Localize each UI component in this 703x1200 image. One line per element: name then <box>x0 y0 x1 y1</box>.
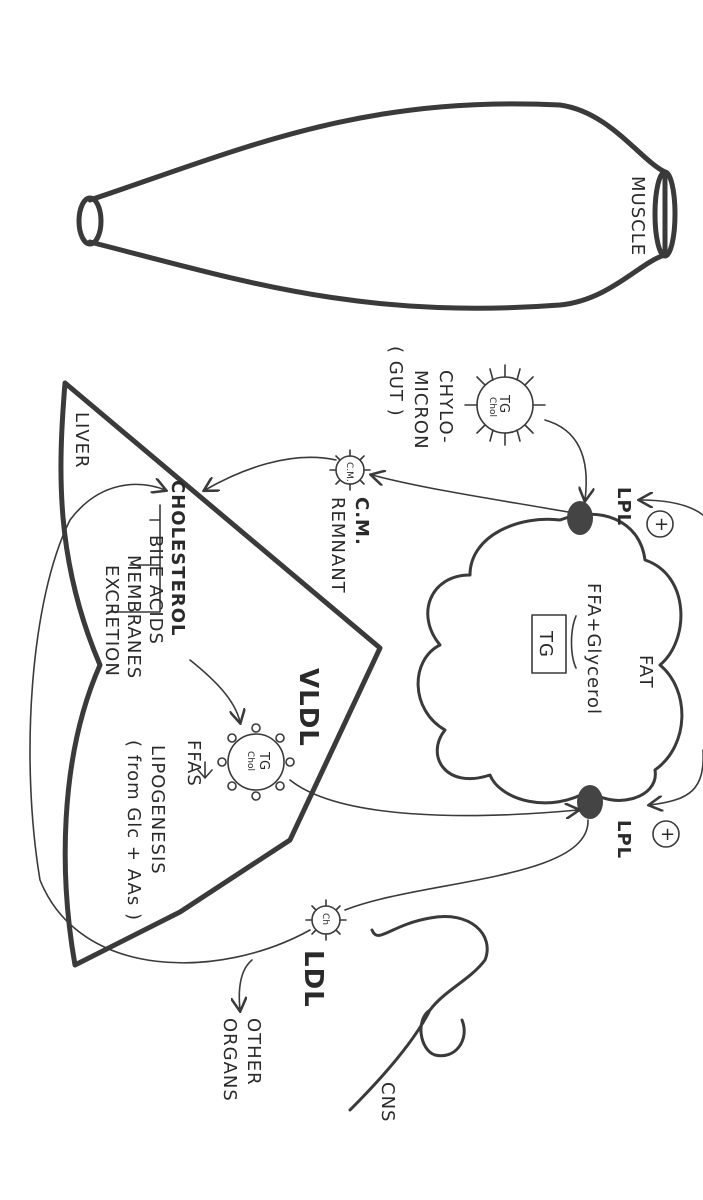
cm-remnant-label-2: REMNANT <box>327 497 348 594</box>
liver-label: LIVER <box>71 412 92 469</box>
cholesterol-tree <box>107 504 161 613</box>
plus-top-circle <box>646 510 674 538</box>
from-glc-label: ( from Glc + AAs ) <box>123 740 144 921</box>
liver-shape <box>58 380 383 968</box>
lpl-top-label: LPL <box>613 487 634 526</box>
brace <box>570 615 577 669</box>
chylomicron-label-3: ( GUT ) <box>385 346 406 417</box>
fat-label: FAT <box>635 655 656 689</box>
ldl-label: LDL <box>298 950 328 1008</box>
chylomicron-particle <box>464 364 546 446</box>
insulin-arrow-bottom <box>650 749 703 805</box>
ffas-arrow <box>197 761 213 779</box>
ldl-small-label: Ch <box>320 913 330 925</box>
muscle-shape <box>76 101 678 311</box>
ldl-to-organs-arrow <box>239 959 253 1010</box>
ffas-label: FFAS <box>183 740 204 787</box>
chylomicron-label-1: CHYLO- <box>435 370 456 444</box>
cm-small-label: C.M. <box>344 462 354 482</box>
other-organs-label-2: ORGANS <box>219 1018 240 1102</box>
chylo-to-lpl-arrow <box>544 419 586 500</box>
cholesterol-label: CHOLESTEROL <box>167 480 188 637</box>
excretion-label: EXCRETION <box>101 565 122 677</box>
lipogenesis-label: LIPOGENESIS <box>147 745 168 875</box>
chylomicron-label-2: MICRON <box>410 370 431 450</box>
lpl-bottom-label: LPL <box>613 820 634 859</box>
other-organs-label-1: OTHER <box>243 1018 264 1086</box>
ffa-glycerol-label: FFA+Glycerol <box>583 583 604 715</box>
ldl-to-liver-arrow <box>29 484 311 964</box>
fat-shape <box>416 512 684 805</box>
lpl-to-remnant-arrow <box>372 475 569 513</box>
plus-top-label: + <box>654 514 670 535</box>
plus-bottom-label: + <box>660 824 676 845</box>
vldl-to-lpl-arrow <box>289 779 578 816</box>
remnant-to-liver-arrow <box>205 456 337 490</box>
tg-box <box>531 614 567 674</box>
chylo-tg: TG <box>496 394 511 413</box>
lpl-bottom-dot <box>577 785 603 819</box>
vldl-chol: Chol <box>245 751 255 771</box>
bile-acids-label: BILE ACIDS <box>145 535 166 645</box>
plus-bottom-circle <box>652 820 680 848</box>
muscle-label: MUSCLE <box>627 176 648 256</box>
cns-label: CNS <box>377 1082 398 1122</box>
chylo-chol: Chol <box>487 397 497 417</box>
lpl-to-ldl-curve <box>344 819 589 911</box>
cm-remnant-label-1: C.M. <box>351 497 372 546</box>
cns-shape <box>348 915 489 1112</box>
membranes-label: MEMBRANES <box>123 555 144 679</box>
insulin-arrow-top <box>640 500 703 516</box>
vldl-particle <box>217 723 295 801</box>
ldl-particle <box>305 899 347 941</box>
cm-remnant-particle <box>329 449 371 491</box>
vldl-label: VLDL <box>293 668 323 747</box>
lpl-top-dot <box>567 501 593 535</box>
tg-fat-label: TG <box>535 630 556 658</box>
vldl-tg: TG <box>256 751 271 770</box>
chol-to-vldl-arrow <box>189 659 240 722</box>
